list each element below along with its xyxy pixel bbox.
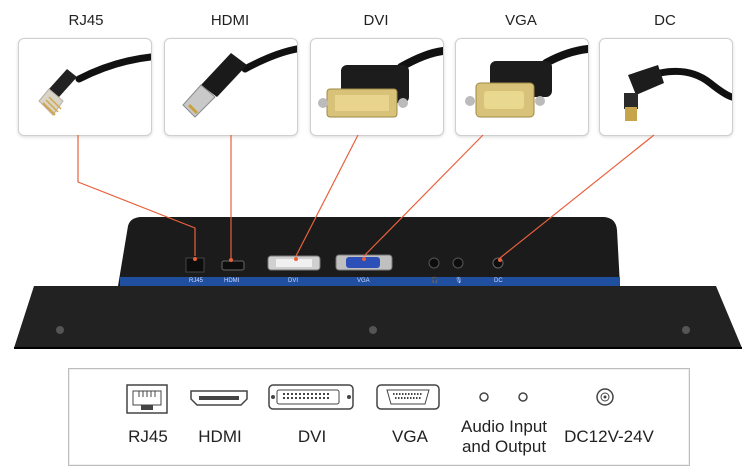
dc-power-icon: [596, 388, 614, 406]
audio-in-port: [452, 257, 464, 269]
rj45-cable-card: [18, 38, 152, 136]
rj45-port-icon: [126, 384, 168, 414]
vga-cable-card: [455, 38, 589, 136]
legend-audio-line2: and Output: [461, 437, 547, 456]
vga-port-icon: [376, 384, 440, 410]
dvi-port-icon: [268, 384, 354, 410]
dvi-cable-icon: [318, 47, 443, 118]
audio-output-icon: [479, 392, 489, 402]
legend-vga-label: VGA: [392, 427, 428, 446]
rj45-cable-icon: [38, 53, 151, 116]
port-label-hdmi: HDMI: [224, 278, 240, 284]
dc-cable-icon: [624, 65, 732, 121]
microphone-icon: 🎙: [455, 278, 463, 284]
hdmi-cable-icon: [182, 45, 297, 118]
legend-audio-label: Audio Input and Output: [449, 417, 559, 457]
monitor-rear-illustration: [14, 134, 742, 349]
legend-hdmi-label: HDMI: [198, 427, 242, 446]
vga-cable-icon: [465, 45, 588, 118]
port-label-strip: [120, 277, 620, 286]
audio-input-icon: [518, 392, 528, 402]
legend-rj45-label: RJ45: [128, 427, 168, 446]
label-rj45: RJ45: [68, 12, 104, 29]
dc-cable-card: [599, 38, 733, 136]
label-hdmi: HDMI: [210, 12, 250, 29]
legend-icons: [126, 384, 614, 414]
legend-dc-label: DC12V-24V: [564, 427, 654, 446]
legend-audio-line1: Audio Input: [460, 417, 547, 436]
label-vga: VGA: [505, 12, 537, 29]
port-label-dvi: DVI: [288, 278, 299, 284]
hdmi-port: [221, 260, 245, 271]
port-label-vga: VGA: [357, 278, 370, 284]
port-label-dc: DC: [494, 278, 503, 284]
leader-lines: [77, 134, 655, 259]
legend-dvi-label: DVI: [297, 427, 327, 446]
hdmi-cable-card: [164, 38, 298, 136]
label-dc: DC: [654, 12, 676, 29]
audio-out-port: [428, 257, 440, 269]
label-dvi: DVI: [363, 12, 389, 29]
dvi-cable-card: [310, 38, 444, 136]
port-legend: RJ45 HDMI DVI VGA Audio Input and Output…: [68, 368, 690, 466]
port-label-rj45: RJ45: [189, 278, 204, 284]
headphone-icon: 🎧: [431, 278, 439, 284]
hdmi-port-icon: [190, 390, 248, 406]
